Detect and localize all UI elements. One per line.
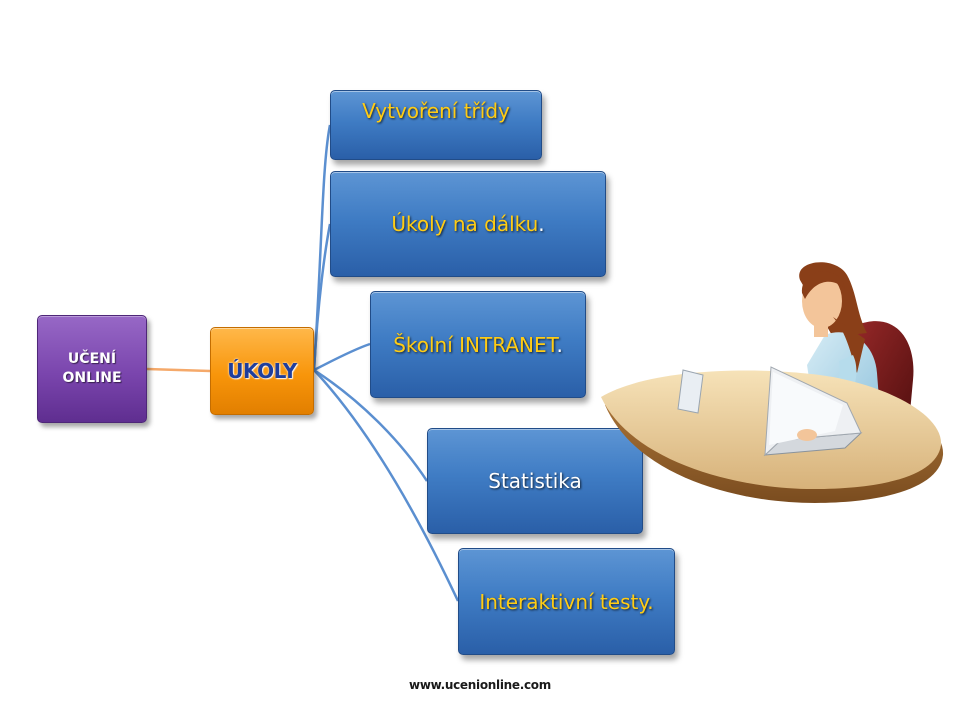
- connector-branch-3: [313, 342, 371, 372]
- connector-branch-2: [312, 223, 332, 371]
- branch-node-label: Statistika: [488, 469, 582, 493]
- branch-node-label: Úkoly na dálku: [391, 212, 539, 236]
- woman-at-laptop-desk-icon: [601, 262, 944, 503]
- branch-node-suffix: .: [556, 332, 563, 357]
- branch-node-vytvoreni-tridy: Vytvoření třídy: [330, 90, 542, 160]
- branch-node-interaktivni-testy: Interaktivní testy.: [458, 548, 675, 655]
- branch-node-suffix: .: [538, 212, 545, 236]
- hub-node-ukoly: ÚKOLY: [210, 327, 314, 415]
- branch-node-statistika: Statistika: [427, 428, 643, 534]
- branch-node-label: Školní INTRANET: [393, 332, 557, 357]
- root-node-uceni-online: UČENÍ ONLINE: [37, 315, 147, 423]
- root-node-line-2: ONLINE: [62, 370, 122, 386]
- root-node-line-1: UČENÍ: [67, 351, 117, 367]
- branch-node-skolni-intranet: Školní INTRANET.: [370, 291, 586, 398]
- connector-hub-branches: [312, 124, 460, 602]
- branch-node-label: Interaktivní testy.: [479, 589, 654, 614]
- branch-node-label: Vytvoření třídy: [362, 99, 510, 123]
- connector-root-hub: [146, 367, 211, 373]
- hub-node-label: ÚKOLY: [227, 359, 297, 383]
- footer-url: www.ucenionline.com: [409, 678, 551, 692]
- branch-node-ukoly-na-dalku: Úkoly na dálku.: [330, 171, 606, 277]
- connector-branch-5: [313, 369, 460, 602]
- connector-branch-4: [313, 368, 429, 482]
